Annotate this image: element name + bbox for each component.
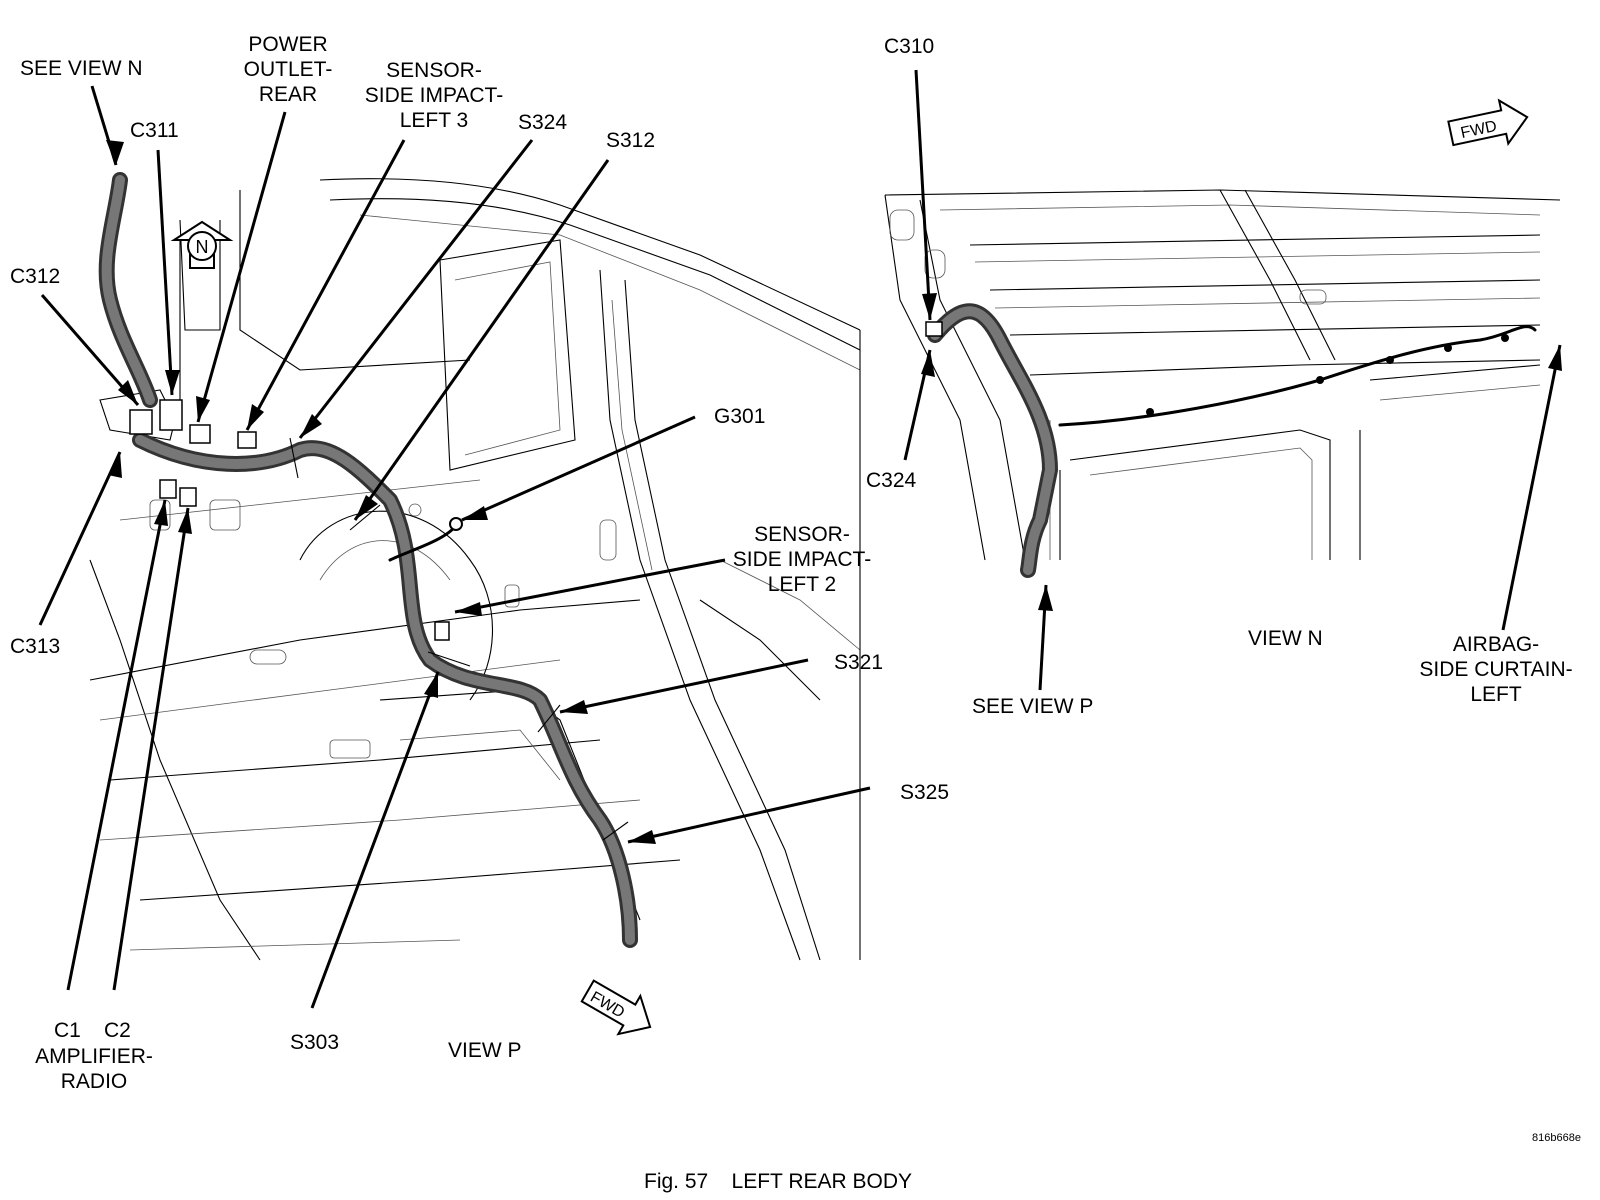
view-n-title: VIEW N [1248, 627, 1323, 650]
label-s324: S324 [518, 111, 568, 134]
connector-sensor-left3 [237, 431, 257, 449]
label-see-view-n: SEE VIEW N [20, 57, 143, 80]
figure-title: LEFT REAR BODY [731, 1170, 913, 1193]
fwd-arrow-view-n: FWD [1447, 98, 1529, 147]
label-power-outlet-rear: POWER OUTLET- REAR [243, 33, 333, 106]
connector-c1 [159, 479, 177, 499]
label-s312: S312 [606, 129, 656, 152]
label-s325: S325 [900, 781, 950, 804]
view-n-body-structure [884, 189, 1561, 561]
view-p-leaders [38, 85, 871, 1009]
ground-g301 [449, 517, 463, 531]
label-sensor-side-impact-left-3: SENSOR- SIDE IMPACT- LEFT 3 [364, 59, 504, 132]
view-p-title: VIEW P [448, 1039, 522, 1062]
label-c2: C2 [104, 1019, 131, 1042]
connector-c312 [129, 409, 153, 435]
label-c313: C313 [10, 635, 61, 658]
label-c1: C1 [54, 1019, 81, 1042]
view-n-marker: N [170, 220, 234, 269]
label-sensor-side-impact-left-2: SENSOR- SIDE IMPACT- LEFT 2 [732, 523, 872, 596]
view-marker-letter: N [196, 237, 209, 257]
label-c312: C312 [10, 265, 61, 288]
view-n-harness [925, 303, 1537, 578]
connector-c310 [925, 321, 943, 337]
label-c311: C311 [130, 119, 179, 142]
label-see-view-p: SEE VIEW P [972, 695, 1094, 718]
label-s303: S303 [290, 1031, 340, 1054]
connector-c311 [159, 399, 183, 431]
connector-power-outlet [189, 424, 211, 444]
label-g301: G301 [714, 405, 766, 428]
view-n-leaders [903, 69, 1562, 691]
label-c324: C324 [866, 469, 917, 492]
label-amplifier-radio: AMPLIFIER- RADIO [35, 1045, 153, 1093]
connector-c2 [179, 487, 197, 507]
label-s321: S321 [834, 651, 884, 674]
figure-caption: Fig. 57 LEFT REAR BODY [644, 1170, 912, 1194]
figure-number: Fig. 57 [644, 1170, 709, 1193]
view-p-harness [98, 172, 638, 948]
fwd-arrow-view-p: FWD [580, 979, 652, 1036]
label-airbag-side-curtain-left: AIRBAG- SIDE CURTAIN- LEFT [1419, 633, 1573, 706]
image-code: 816b668e [1532, 1132, 1581, 1144]
connector-sensor-left2 [434, 621, 450, 641]
label-c310: C310 [884, 35, 935, 58]
